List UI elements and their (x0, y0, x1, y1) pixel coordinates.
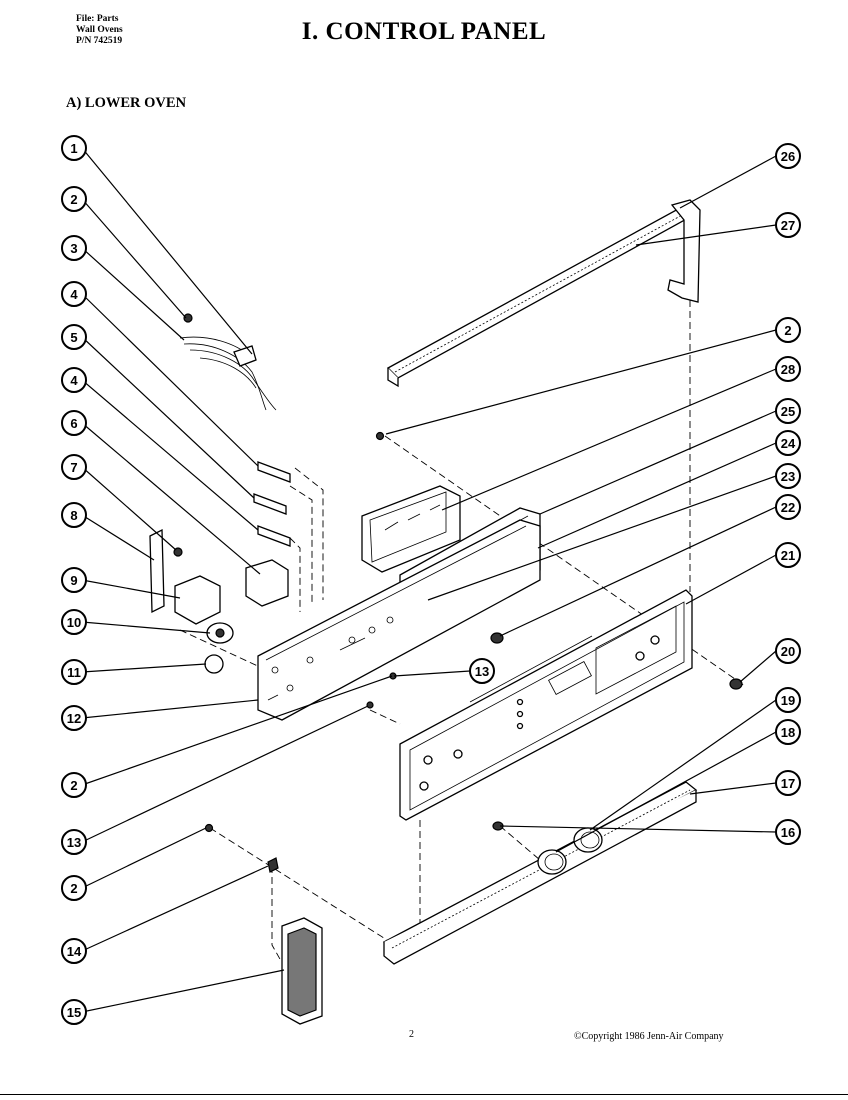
page-number: 2 (409, 1029, 414, 1040)
svg-text:1: 1 (70, 141, 77, 156)
svg-text:23: 23 (781, 469, 795, 484)
callout: 9 (61, 567, 87, 593)
svg-text:21: 21 (781, 548, 795, 563)
callout: 4 (61, 367, 87, 393)
svg-text:6: 6 (70, 416, 77, 431)
callout: 2 (61, 186, 87, 212)
filter-insert (267, 857, 323, 1025)
svg-text:15: 15 (67, 1005, 81, 1020)
callout: 23 (775, 463, 801, 489)
right-leader-lines (385, 155, 777, 853)
file-line: File: Parts (76, 14, 119, 24)
callout: 8 (61, 502, 87, 528)
callouts-right: 26 27 2 28 25 24 23 22 21 20 19 18 17 16 (775, 143, 801, 845)
callout: 27 (775, 212, 801, 238)
control-backplate (257, 519, 541, 721)
callout: 2 (775, 317, 801, 343)
callout: 11 (61, 659, 87, 685)
wire-harness (179, 313, 277, 411)
callout: 6 (61, 410, 87, 436)
part-number-line: P/N 742519 (76, 36, 123, 46)
callout: 16 (775, 819, 801, 845)
svg-text:7: 7 (70, 460, 77, 475)
svg-text:10: 10 (67, 615, 81, 630)
svg-text:8: 8 (70, 508, 77, 523)
terminal-connectors (253, 461, 291, 547)
svg-text:12: 12 (67, 711, 81, 726)
callout: 18 (775, 719, 801, 745)
clock-module (361, 485, 461, 573)
svg-text:19: 19 (781, 693, 795, 708)
callout: 21 (775, 542, 801, 568)
callout: 4 (61, 281, 87, 307)
callout: 24 (775, 430, 801, 456)
svg-text:25: 25 (781, 404, 795, 419)
callout: 5 (61, 324, 87, 350)
callout: 12 (61, 705, 87, 731)
callout: 2 (61, 875, 87, 901)
page-title: I. CONTROL PANEL (301, 18, 547, 45)
svg-text:2: 2 (70, 778, 77, 793)
svg-text:2: 2 (784, 323, 791, 338)
file-info: File: Parts Wall Ovens P/N 742519 (76, 14, 123, 47)
callout: 7 (61, 454, 87, 480)
svg-text:2: 2 (70, 192, 77, 207)
svg-text:28: 28 (781, 362, 795, 377)
callout: 14 (61, 938, 87, 964)
svg-text:4: 4 (70, 373, 78, 388)
svg-text:13: 13 (475, 664, 489, 679)
callout-center: 13 (469, 658, 495, 684)
lower-trim-rail (382, 781, 698, 965)
callout: 3 (61, 235, 87, 261)
svg-text:5: 5 (70, 330, 77, 345)
callout: 20 (775, 638, 801, 664)
callout: 13 (61, 829, 87, 855)
svg-text:20: 20 (781, 644, 795, 659)
svg-text:13: 13 (67, 835, 81, 850)
svg-text:22: 22 (781, 500, 795, 515)
callout: 10 (61, 609, 87, 635)
callout: 28 (775, 356, 801, 382)
svg-text:17: 17 (781, 776, 795, 791)
callout: 17 (775, 770, 801, 796)
svg-text:4: 4 (70, 287, 78, 302)
svg-text:3: 3 (70, 241, 77, 256)
svg-text:2: 2 (70, 881, 77, 896)
svg-text:24: 24 (781, 436, 796, 451)
callout: 22 (775, 494, 801, 520)
svg-text:9: 9 (70, 573, 77, 588)
svg-text:16: 16 (781, 825, 795, 840)
callout: 19 (775, 687, 801, 713)
front-control-panel (399, 589, 693, 821)
callout: 2 (61, 772, 87, 798)
svg-text:18: 18 (781, 725, 795, 740)
callouts-left: 1 2 3 4 5 4 6 7 8 9 10 11 12 2 13 2 14 1… (61, 135, 87, 1025)
svg-text:26: 26 (781, 149, 795, 164)
svg-text:14: 14 (67, 944, 82, 959)
top-trim-rail (386, 199, 701, 388)
knobs (537, 827, 603, 875)
callout: 1 (61, 135, 87, 161)
bottom-rule (0, 1094, 848, 1095)
callout: 15 (61, 999, 87, 1025)
switch-components (149, 528, 289, 674)
left-leader-lines (81, 147, 393, 1013)
callout: 26 (775, 143, 801, 169)
callout: 25 (775, 398, 801, 424)
copyright: ©Copyright 1986 Jenn-Air Company (574, 1031, 724, 1042)
section-title: A) LOWER OVEN (66, 95, 187, 111)
svg-text:11: 11 (67, 665, 81, 680)
category-line: Wall Ovens (76, 25, 123, 35)
svg-text:27: 27 (781, 218, 795, 233)
